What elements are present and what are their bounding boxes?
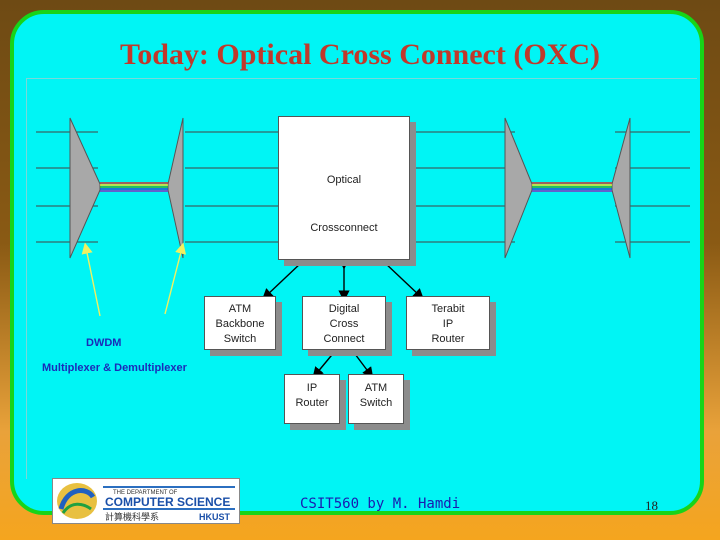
page-number: 18 bbox=[645, 498, 658, 513]
atm-backbone-line1: ATM bbox=[228, 303, 252, 315]
dwdm-arrow-1 bbox=[81, 242, 101, 317]
mux-demux-label: Multiplexer & Demultiplexer bbox=[42, 362, 187, 374]
atm-backbone-line3: Switch bbox=[223, 333, 257, 345]
slide-panel bbox=[10, 10, 704, 515]
terabit-line2: IP bbox=[442, 318, 454, 330]
digital-cc-line1: Digital bbox=[328, 303, 360, 315]
terabit-line3: Router bbox=[431, 333, 465, 345]
dwdm-arrow-2 bbox=[164, 242, 187, 315]
inner-frame bbox=[26, 78, 697, 479]
logo-graphic: THE DEPARTMENT OF COMPUTER SCIENCE 計算機科學… bbox=[57, 483, 235, 523]
oxc-connections bbox=[261, 254, 425, 379]
department-logo: THE DEPARTMENT OF COMPUTER SCIENCE 計算機科學… bbox=[52, 478, 240, 524]
dwdm-label: DWDM bbox=[86, 337, 122, 349]
mux-left-a bbox=[69, 117, 101, 259]
optical-crossconnect-box: Optical Crossconnect bbox=[278, 116, 410, 260]
logo-small-text: THE DEPARTMENT OF bbox=[113, 490, 178, 496]
ip-router-line1: IP bbox=[306, 382, 318, 394]
ip-router-line2: Router bbox=[295, 397, 329, 409]
wdm-bundle-left bbox=[100, 182, 168, 192]
footer-course-text: CSIT560 by M. Hamdi bbox=[300, 496, 461, 512]
slide-title: Today: Optical Cross Connect (OXC) bbox=[119, 38, 600, 71]
digital-cc-line2: Cross bbox=[329, 318, 359, 330]
terabit-ip-router-box: Terabit IP Router bbox=[406, 296, 490, 350]
ip-router-box: IP Router bbox=[284, 374, 340, 424]
digital-cross-connect-box: Digital Cross Connect bbox=[302, 296, 386, 350]
oxc-label-line2: Crossconnect bbox=[310, 222, 378, 234]
wdm-bundle-right bbox=[532, 182, 612, 192]
atm-backbone-line2: Backbone bbox=[215, 318, 265, 330]
logo-big-text: COMPUTER SCIENCE bbox=[105, 495, 230, 509]
atm-switch-line1: ATM bbox=[364, 382, 388, 394]
mux-right-a bbox=[504, 117, 533, 259]
terabit-line1: Terabit bbox=[431, 303, 465, 315]
fiber-lines bbox=[36, 131, 690, 243]
logo-chinese-text: 計算機科學系 bbox=[105, 511, 159, 523]
atm-backbone-switch-box: ATM Backbone Switch bbox=[204, 296, 276, 350]
digital-cc-line3: Connect bbox=[323, 333, 365, 345]
atm-switch-box: ATM Switch bbox=[348, 374, 404, 424]
mux-right-b bbox=[611, 117, 631, 259]
mux-left-b bbox=[167, 117, 184, 259]
atm-switch-line2: Switch bbox=[359, 397, 393, 409]
logo-hkust-text: HKUST bbox=[199, 512, 231, 522]
oxc-label-line1: Optical bbox=[326, 174, 362, 186]
